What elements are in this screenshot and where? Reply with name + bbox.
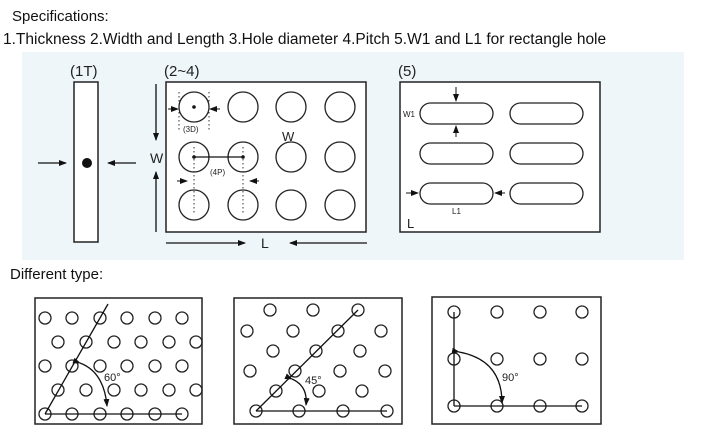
hole [243,364,257,378]
page-title: Specifications: [12,8,109,25]
hole [275,189,307,221]
hole [353,344,367,358]
slot-hole [509,102,584,125]
angle-90-label: 90° [502,372,519,384]
hole [189,383,203,397]
hole [227,189,259,221]
hole-center-dot [192,105,196,109]
hole [79,335,93,349]
dimension-guides [178,92,244,215]
hole [120,359,134,373]
hole [324,141,356,173]
width-inner-label: W [282,129,295,144]
hole [355,384,369,398]
hole [134,383,148,397]
width-label: W [150,150,164,166]
w1-label: W1 [403,110,416,119]
hole [134,335,148,349]
hole [575,352,589,366]
spec-list: 1.Thickness 2.Width and Length 3.Hole di… [3,31,607,48]
hole [575,305,589,319]
hole [533,305,547,319]
hole [312,384,326,398]
hole [162,335,176,349]
hole [175,359,189,373]
hole [38,311,52,325]
hole [240,324,254,338]
hole [175,311,189,325]
hole [263,303,277,317]
hole [38,359,52,373]
thickness-label: (1T) [70,63,98,80]
hole [148,311,162,325]
section-title: Different type: [10,266,104,283]
hole [178,189,210,221]
angle-45-label: 45° [305,375,322,387]
hole [227,91,259,123]
angle-60-label: 60° [104,372,121,384]
hole [162,383,176,397]
hole [331,324,345,338]
hole [374,324,388,338]
hole [148,359,162,373]
hole [51,383,65,397]
slot-hole [419,182,494,205]
plate-length-label: L [407,216,414,231]
slot-hole [419,142,494,165]
hole [306,303,320,317]
diameter-label: (3D) [183,125,199,134]
hole [51,335,65,349]
slot-hole [509,182,584,205]
slot-hole [509,142,584,165]
hole [324,189,356,221]
hole [286,324,300,338]
slot-hole [419,102,494,125]
hole [269,384,283,398]
pattern-60-panel [34,297,203,425]
rect-hole-label: (5) [398,63,416,80]
slotted-plate [399,81,601,233]
hole [351,303,365,317]
hole [93,311,107,325]
hole [120,311,134,325]
hole [107,335,121,349]
hole [533,352,547,366]
hole [378,364,392,378]
hole [266,344,280,358]
pitch-label: (4P) [210,168,225,177]
angle-lines [44,303,582,415]
width-length-label: (2~4) [164,63,199,80]
hole [65,311,79,325]
hole [275,141,307,173]
hole [324,91,356,123]
thickness-dot [82,158,92,168]
hole [490,305,504,319]
length-label: L [261,235,269,251]
hole [275,91,307,123]
hole [189,335,203,349]
hole [309,344,323,358]
pattern-45-panel [233,297,403,425]
hole [333,364,347,378]
l1-label: L1 [452,207,461,216]
